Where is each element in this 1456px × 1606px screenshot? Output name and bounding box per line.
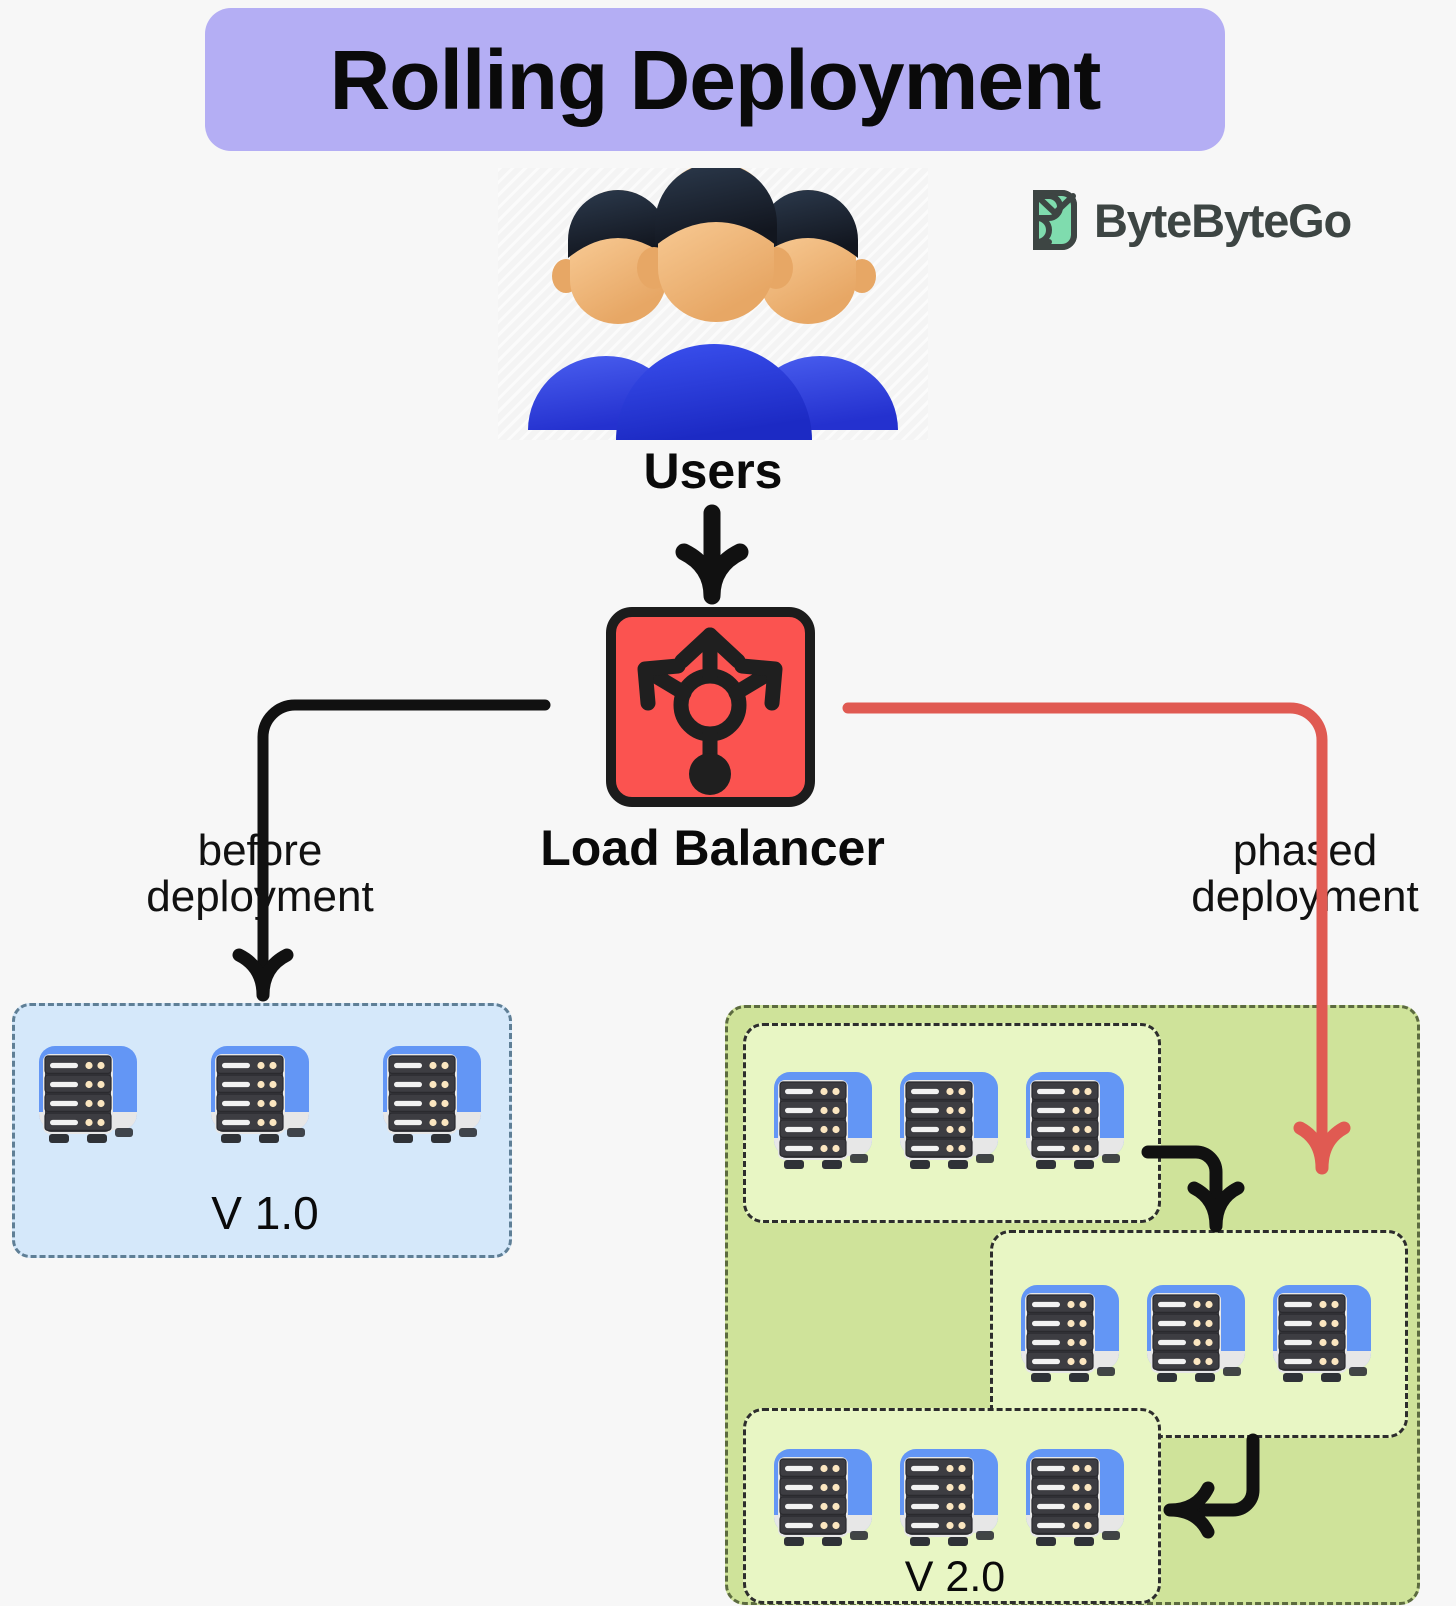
server-icon-art [774,1072,872,1169]
page-title: Rolling Deployment [329,32,1102,127]
v2-phase-1-server-row [768,1056,1140,1181]
users-node: Users [498,162,928,508]
server-icon-art [1021,1285,1119,1382]
server-icon [1020,1433,1140,1558]
load-balancer-icon [606,607,815,807]
v2-phase-3-server-row [768,1433,1140,1558]
server-icon [205,1030,325,1155]
v2-phase-3-box: V 2.0 [743,1408,1161,1604]
v2-phase-1-box [743,1023,1161,1223]
edge-label-phased-deployment: phased deployment [1191,826,1419,922]
title-banner: Rolling Deployment [205,8,1225,151]
v1-server-row [33,1030,497,1155]
server-icon [1141,1269,1261,1394]
server-icon-art [1026,1449,1124,1546]
users-label: Users [643,443,783,499]
server-icon [894,1056,1014,1181]
server-icon-art [774,1449,872,1546]
bytebytego-mark-icon [1033,190,1077,250]
server-icon [377,1030,497,1155]
server-icon [768,1433,888,1558]
v2-phase-2-server-row [1015,1269,1387,1394]
server-icon [1015,1269,1135,1394]
server-icon-art [900,1449,998,1546]
group-v1: V 1.0 [12,1003,512,1258]
v2-phase-2-box [990,1230,1408,1438]
server-icon-art [1026,1072,1124,1169]
server-icon [1020,1056,1140,1181]
server-icon-art [1147,1285,1245,1382]
server-icon-art [211,1046,309,1143]
load-balancer-node: Load Balancer [540,607,885,897]
server-icon-art [39,1046,137,1143]
server-icon-art [1273,1285,1371,1382]
bytebytego-logo: ByteByteGo [1028,182,1398,258]
server-icon-art [383,1046,481,1143]
load-balancer-label: Load Balancer [540,820,885,876]
edge-label-before-deployment: before deployment [146,826,374,922]
server-icon [33,1030,153,1155]
group-v2-outer: V 2.0 [725,1005,1420,1605]
users-3d-icon [498,162,928,440]
server-icon [768,1056,888,1181]
v2-version-label: V 2.0 [904,1553,1006,1601]
v1-version-label: V 1.0 [211,1187,319,1239]
bytebytego-wordmark: ByteByteGo [1094,193,1352,247]
server-icon-art [900,1072,998,1169]
edge-users-to-load-balancer [675,504,749,605]
server-icon [894,1433,1014,1558]
server-icon [1267,1269,1387,1394]
